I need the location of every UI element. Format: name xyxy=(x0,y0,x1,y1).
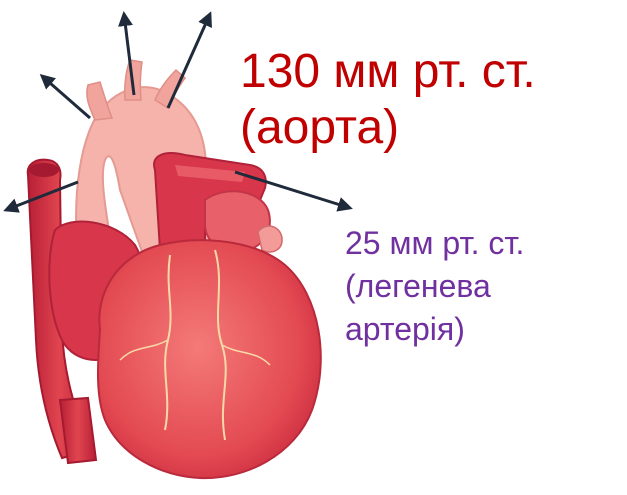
aorta-name: (аорта) xyxy=(240,100,536,156)
aorta-pressure-value: 130 мм рт. ст. xyxy=(240,44,536,100)
aorta-pressure-label: 130 мм рт. ст. (аорта) xyxy=(240,44,536,156)
ventricles xyxy=(98,240,321,478)
vena-cava-opening xyxy=(29,163,59,177)
pulmonary-pressure-value: 25 мм рт. ст. xyxy=(345,222,524,265)
arrow-up-left xyxy=(42,76,90,118)
pulmonary-name-line2: артерія) xyxy=(345,308,524,351)
pulmonary-pressure-label: 25 мм рт. ст. (легенева артерія) xyxy=(345,222,524,351)
left-auricle xyxy=(258,226,282,252)
arrow-up-right xyxy=(168,14,210,108)
pulmonary-name-line1: (легенева xyxy=(345,265,524,308)
